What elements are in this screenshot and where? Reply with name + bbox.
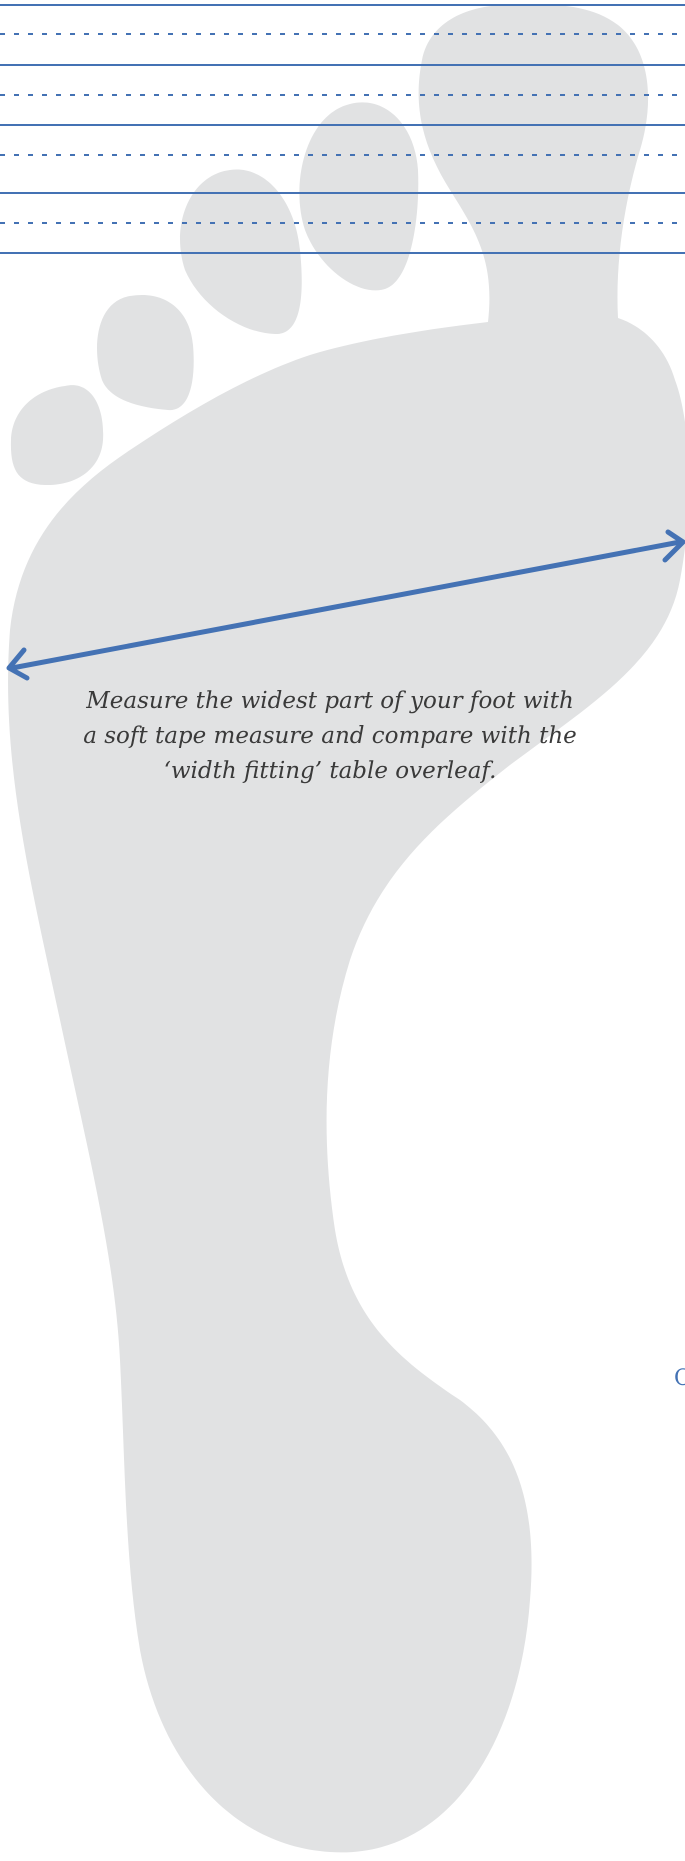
foot-outline-icon xyxy=(8,5,685,1853)
toe-5 xyxy=(11,385,103,485)
toe-4 xyxy=(97,295,194,410)
toe-2 xyxy=(299,102,418,290)
foot-body xyxy=(8,5,685,1853)
edge-letter: C xyxy=(674,1366,685,1391)
measurement-instruction: Measure the widest part of your foot wit… xyxy=(80,684,580,789)
instruction-line-2: a soft tape measure and compare with the xyxy=(83,723,577,749)
instruction-line-3: ‘width fitting’ table overleaf. xyxy=(164,758,497,784)
instruction-line-1: Measure the widest part of your foot wit… xyxy=(86,688,574,714)
toe-3 xyxy=(180,170,302,334)
